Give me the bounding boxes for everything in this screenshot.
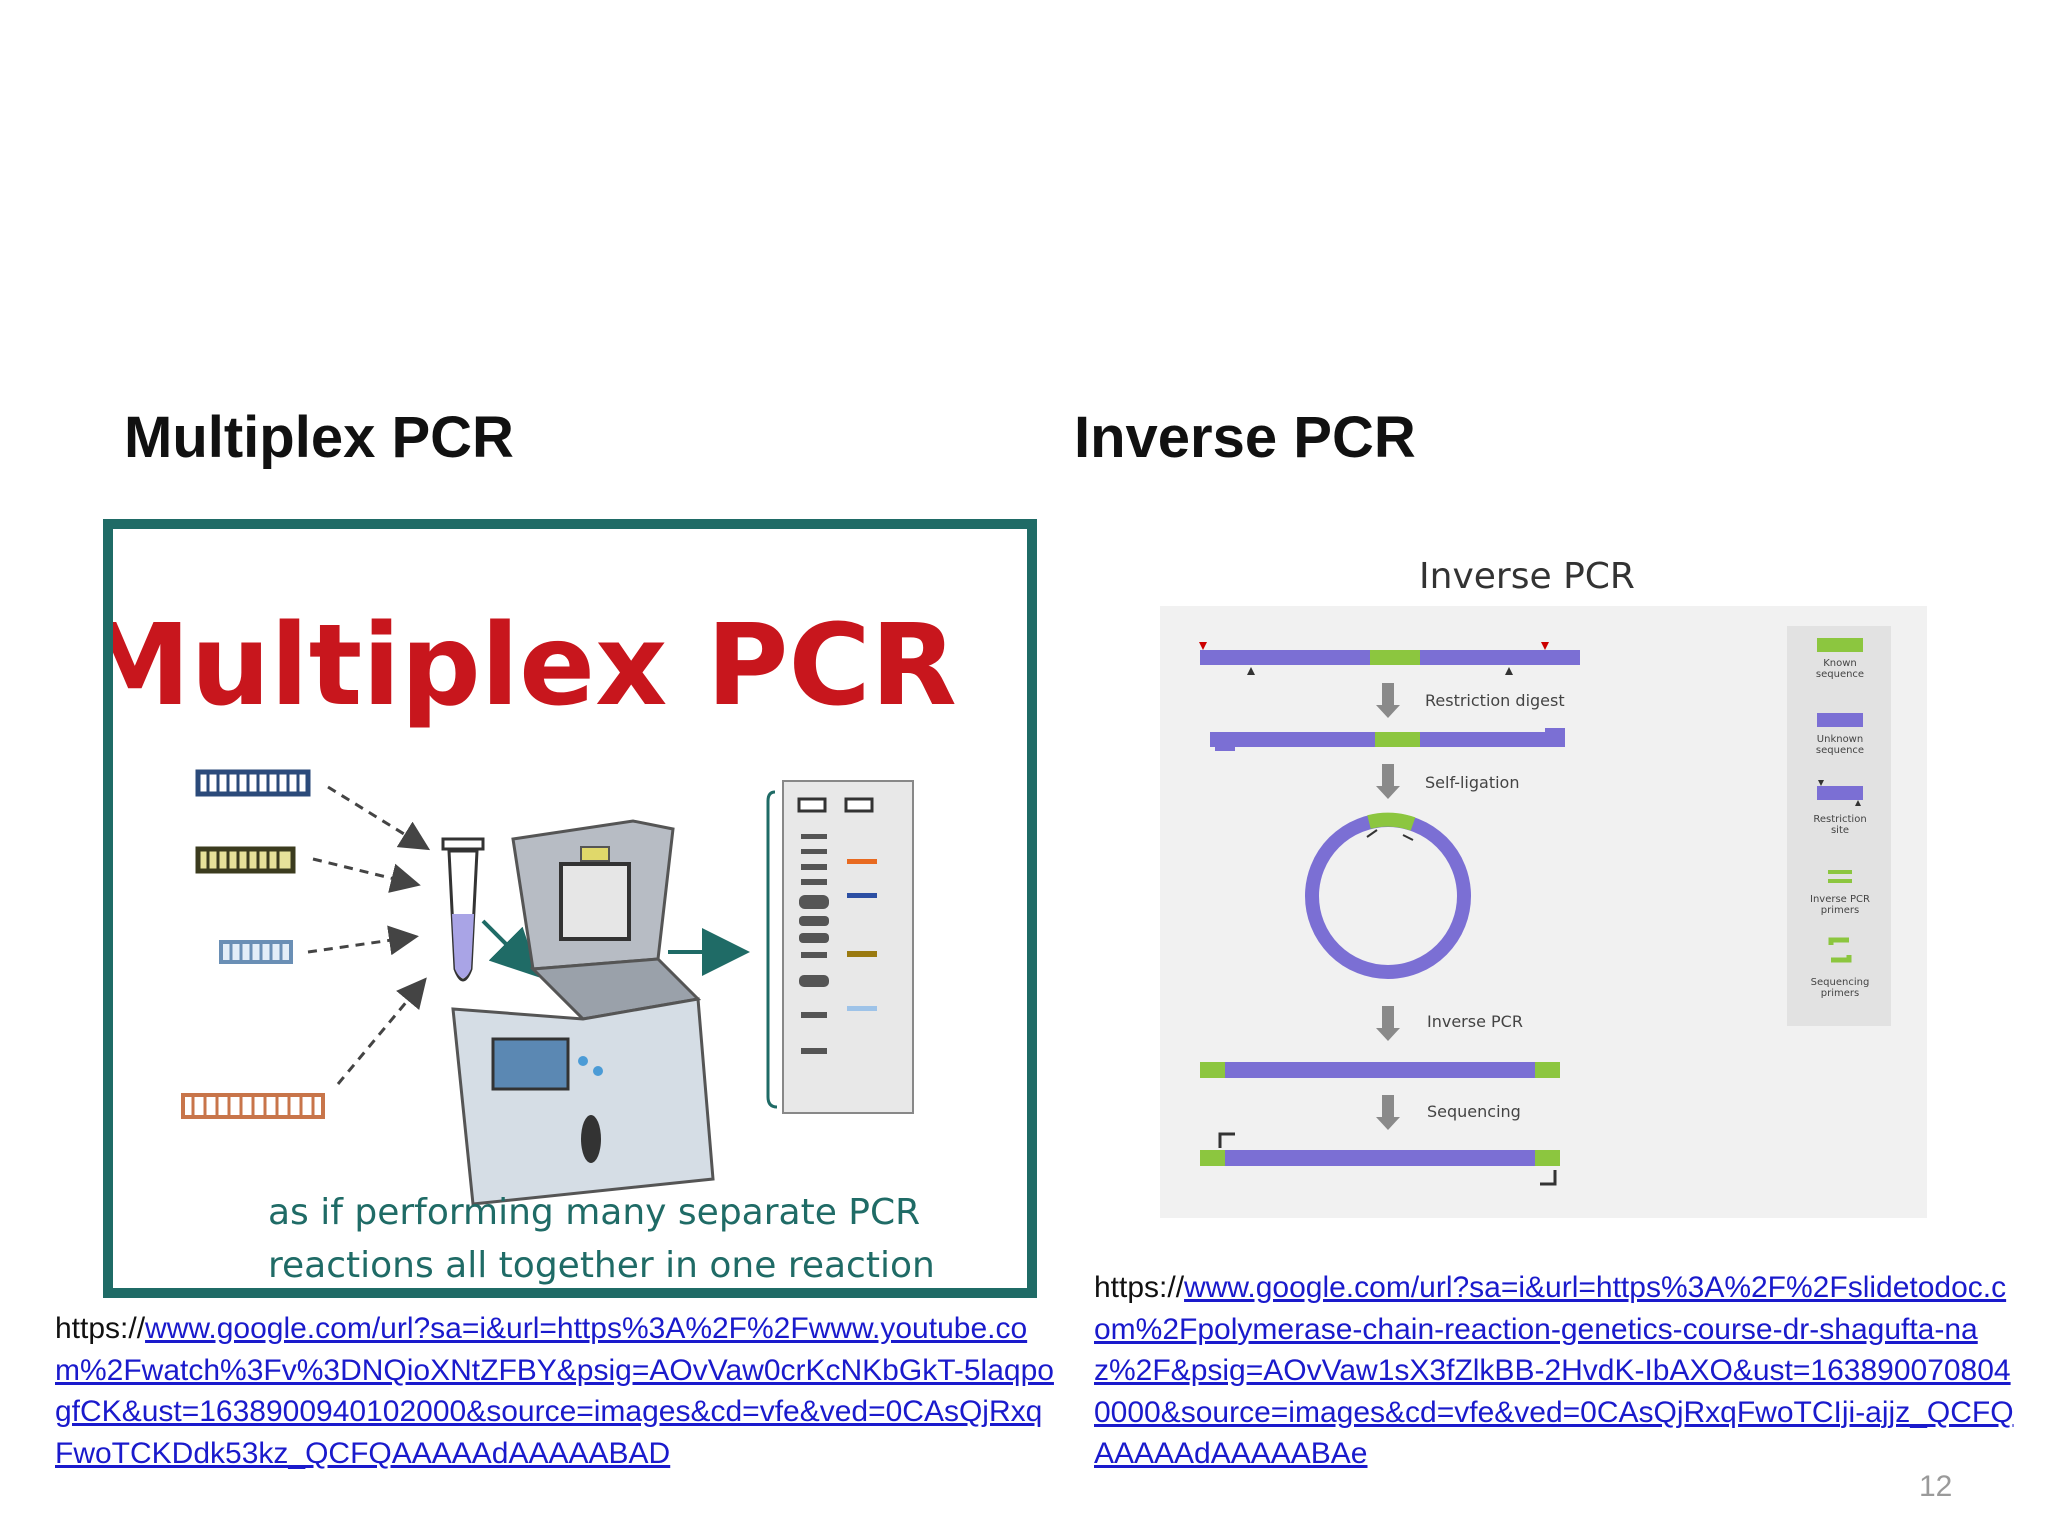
gel-electrophoresis-icon (782, 780, 914, 1114)
legend-primers-1: Inverse PCR (1810, 894, 1870, 905)
slide-number: 12 (1919, 1470, 1953, 1503)
legend-restriction-1: Restriction (1813, 814, 1866, 825)
legend-seq-primers-1: Sequencing (1811, 977, 1870, 988)
legend-seq-primers-2: primers (1821, 988, 1859, 999)
multiplex-caption-line-1: as if performing many separate PCR (268, 1192, 920, 1233)
inverse-pcr-legend: Known sequence Unknown sequence Restrict… (1787, 626, 1891, 1026)
dna-strand-4 (181, 1093, 325, 1119)
multiplex-title-art: Multiplex PCR (113, 601, 957, 731)
pcr-tube-icon (441, 837, 485, 982)
step-self-ligation: Self-ligation (1425, 773, 1519, 792)
inverse-pcr-figure: Inverse PCR Restriction digest Self-liga… (1155, 550, 1927, 1220)
dna-strand-1 (195, 769, 311, 797)
legend-known-2: sequence (1816, 669, 1864, 680)
step-inverse-pcr: Inverse PCR (1427, 1012, 1523, 1031)
legend-unknown-2: sequence (1816, 745, 1864, 756)
multiplex-caption-line-2: reactions all together in one reaction (268, 1245, 935, 1286)
dna-strand-3 (219, 940, 293, 964)
source-url-multiplex: https://www.google.com/url?sa=i&url=http… (55, 1308, 1055, 1474)
source-url-prefix: https:// (55, 1312, 146, 1345)
source-url-inverse: https://www.google.com/url?sa=i&url=http… (1094, 1267, 2014, 1475)
source-url-prefix: https:// (1094, 1271, 1185, 1304)
legend-primers-2: primers (1821, 905, 1859, 916)
legend-known-1: Known (1823, 658, 1857, 669)
legend-restriction-2: site (1831, 825, 1849, 836)
heading-inverse-pcr: Inverse PCR (1074, 405, 1416, 470)
thermocycler-icon (451, 819, 715, 1206)
step-restriction-digest: Restriction digest (1425, 691, 1565, 710)
inverse-pcr-diagram: Inverse PCR Restriction digest Self-liga… (1160, 556, 1927, 1218)
step-sequencing: Sequencing (1427, 1102, 1521, 1121)
source-link-inverse[interactable]: www.google.com/url?sa=i&url=https%3A%2F%… (1094, 1271, 2014, 1470)
multiplex-pcr-figure: Multiplex PCR (79, 519, 1037, 1298)
source-link-multiplex[interactable]: www.google.com/url?sa=i&url=https%3A%2F%… (55, 1312, 1054, 1470)
legend-unknown-1: Unknown (1817, 734, 1863, 745)
inverse-diagram-title: Inverse PCR (1419, 556, 1635, 597)
multiplex-pcr-illustration: Multiplex PCR (79, 601, 957, 1286)
heading-multiplex-pcr: Multiplex PCR (124, 405, 514, 470)
sample-arrows (307, 785, 431, 1085)
dna-strand-2 (195, 846, 296, 874)
